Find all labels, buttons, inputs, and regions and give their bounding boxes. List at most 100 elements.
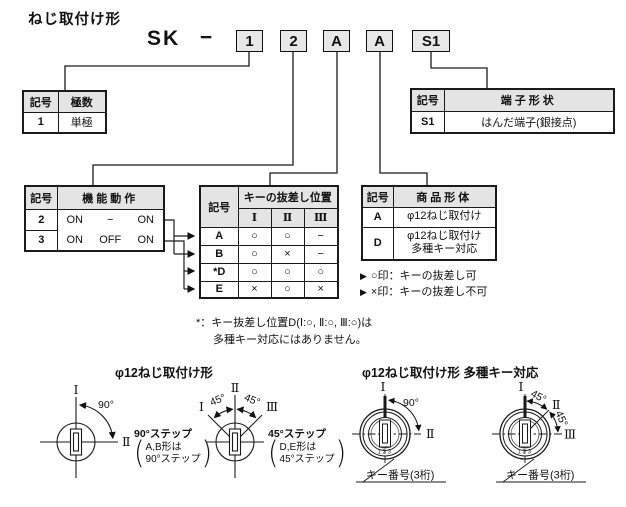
pos-II-label: Ⅱ xyxy=(122,434,131,449)
pos-II-label: Ⅱ xyxy=(426,426,435,441)
triangle-marker-icon: ▶ xyxy=(360,271,367,281)
dial-90-step: Ⅰ Ⅱ 90° xyxy=(40,382,131,478)
open-paren: ( xyxy=(134,435,145,472)
angle-90-label: 90° xyxy=(403,397,419,409)
key-number-callout: キー番号(3桁) xyxy=(366,468,434,482)
angle-45-label: 45° xyxy=(553,409,570,428)
triangle-marker-icon: ▶ xyxy=(360,287,367,297)
key-row-sign: B xyxy=(199,244,239,264)
function-to-key-arrows xyxy=(163,219,196,293)
angle-45-label: 45° xyxy=(208,392,227,409)
key-cell: ○ xyxy=(237,244,272,264)
table-row: E × ○ × xyxy=(199,280,339,299)
function-header-sign: 記号 xyxy=(24,185,58,210)
pole-row-sign: 1 xyxy=(22,111,59,134)
pole-header-value: 極数 xyxy=(57,90,107,113)
table-row: 3 ON OFF ON xyxy=(24,229,165,252)
part-number-separator: − xyxy=(199,26,213,49)
product-header-value: 商品形体 xyxy=(392,185,497,208)
key-header-pos1: Ⅰ xyxy=(237,207,272,228)
step-note-45: 45°ステップ ( D,E形は 45°ステップ ) xyxy=(268,426,346,472)
function-header-value: 機能動作 xyxy=(56,185,165,210)
function-table: 記号 機能動作 2 ON − ON 3 ON OFF ON xyxy=(24,185,165,252)
key-header-group: キーの抜差し位置 xyxy=(237,185,339,209)
key-digits: 123 xyxy=(517,449,532,456)
table-row: 1 単極 xyxy=(22,111,107,134)
key-number-callout: キー番号(3桁) xyxy=(506,468,574,482)
close-paren: ) xyxy=(335,435,347,472)
terminal-row-value: はんだ端子(銀接点) xyxy=(443,110,615,134)
function-row-sign: 3 xyxy=(24,229,58,252)
product-row-value: φ12ねじ取付け 多種キー対応 xyxy=(392,226,497,261)
angle-45-label: 45° xyxy=(529,388,549,406)
key-header-pos3: Ⅲ xyxy=(303,207,339,228)
table-row: 2 ON − ON xyxy=(24,208,165,231)
pole-row-value: 単極 xyxy=(57,111,107,134)
product-row-sign: A xyxy=(361,206,394,228)
legend: ▶○印：キーの抜差し可 ▶×印：キーの抜差し不可 xyxy=(360,268,487,300)
pole-table: 記号 極数 1 単極 xyxy=(22,90,107,134)
part-number-code-product-form: A xyxy=(366,30,393,52)
function-pos-mid: − xyxy=(107,213,114,226)
pos-I-label: Ⅰ xyxy=(519,379,524,394)
product-row-sign: D xyxy=(361,226,394,261)
table-row: A φ12ねじ取付け xyxy=(361,206,497,228)
code-connector-lines xyxy=(64,52,488,185)
pos-I-label: Ⅰ xyxy=(199,399,204,414)
table-row: A ○ ○ − xyxy=(199,226,339,246)
step-note-body-line2: 90°ステップ xyxy=(145,454,201,466)
function-pos-mid: OFF xyxy=(99,234,122,246)
pos-III-label: Ⅲ xyxy=(564,427,576,442)
pos-I-label: Ⅰ xyxy=(381,379,386,394)
pos-II-label: Ⅱ xyxy=(231,380,240,395)
key-row-sign: E xyxy=(199,280,239,299)
open-paren: ( xyxy=(268,435,279,472)
angle-90-label: 90° xyxy=(98,399,114,411)
page-title: ねじ取付け形 xyxy=(28,12,121,28)
pos-III-label: Ⅲ xyxy=(266,399,278,414)
part-number-code-terminal: S1 xyxy=(412,30,450,52)
terminal-table: 記号 端子形状 S1 はんだ端子(銀接点) xyxy=(410,88,615,134)
step-note-90: 90°ステップ ( A,B形は 90°ステップ ) xyxy=(134,426,212,472)
key-cell: ○ xyxy=(270,262,305,282)
product-form-table: 記号 商品形体 A φ12ねじ取付け D φ12ねじ取付け 多種キー対応 xyxy=(361,185,497,261)
footnote: *：キー抜差し位置D(Ⅰ:○, Ⅱ:○, Ⅲ:○)は 多種キー対応にはありません… xyxy=(196,315,372,349)
dial-45-step: Ⅰ Ⅱ Ⅲ 45° 45° xyxy=(199,380,278,478)
function-row-value: ON OFF ON xyxy=(56,230,165,252)
function-pos-left: ON xyxy=(66,234,84,246)
table-row: B ○ × − xyxy=(199,244,339,264)
table-row: D φ12ねじ取付け 多種キー対応 xyxy=(361,226,497,261)
legend-text: ×印：キーの抜差し不可 xyxy=(370,286,488,298)
key-cell: × xyxy=(237,280,272,299)
key-cell: − xyxy=(303,244,339,264)
part-number-code-key-position: A xyxy=(323,30,350,52)
key-cell: − xyxy=(303,226,339,246)
key-cell: ○ xyxy=(270,226,305,246)
terminal-row-sign: S1 xyxy=(410,110,445,134)
product-value-line2: 多種キー対応 xyxy=(411,243,478,256)
part-number-code-pole: 1 xyxy=(236,30,263,52)
right-diagram-title: φ12ねじ取付け形 多種キー対応 xyxy=(362,366,539,380)
key-cell: × xyxy=(303,280,339,299)
pole-header-sign: 記号 xyxy=(22,90,59,113)
dial-multikey-45: 123 Ⅰ Ⅱ Ⅲ 45° 45° キー番号(3桁) xyxy=(492,379,586,483)
key-cell: × xyxy=(270,244,305,264)
pos-II-label: Ⅱ xyxy=(552,397,561,412)
table-row: S1 はんだ端子(銀接点) xyxy=(410,110,615,134)
legend-item: ▶×印：キーの抜差し不可 xyxy=(360,284,487,300)
terminal-header-sign: 記号 xyxy=(410,88,445,112)
step-note-title: 45°ステップ xyxy=(268,428,326,440)
pos-I-label: Ⅰ xyxy=(74,382,79,397)
key-header-pos2: Ⅱ xyxy=(270,207,305,228)
step-note-body-line1: D,E形は xyxy=(279,442,317,454)
function-row-sign: 2 xyxy=(24,208,58,231)
key-cell: ○ xyxy=(303,262,339,282)
terminal-header-value: 端子形状 xyxy=(443,88,615,112)
key-digits: 123 xyxy=(377,449,392,456)
product-header-sign: 記号 xyxy=(361,185,394,208)
key-cell: ○ xyxy=(237,262,272,282)
product-row-value: φ12ねじ取付け xyxy=(392,206,497,228)
function-row-value: ON − ON xyxy=(56,208,165,230)
